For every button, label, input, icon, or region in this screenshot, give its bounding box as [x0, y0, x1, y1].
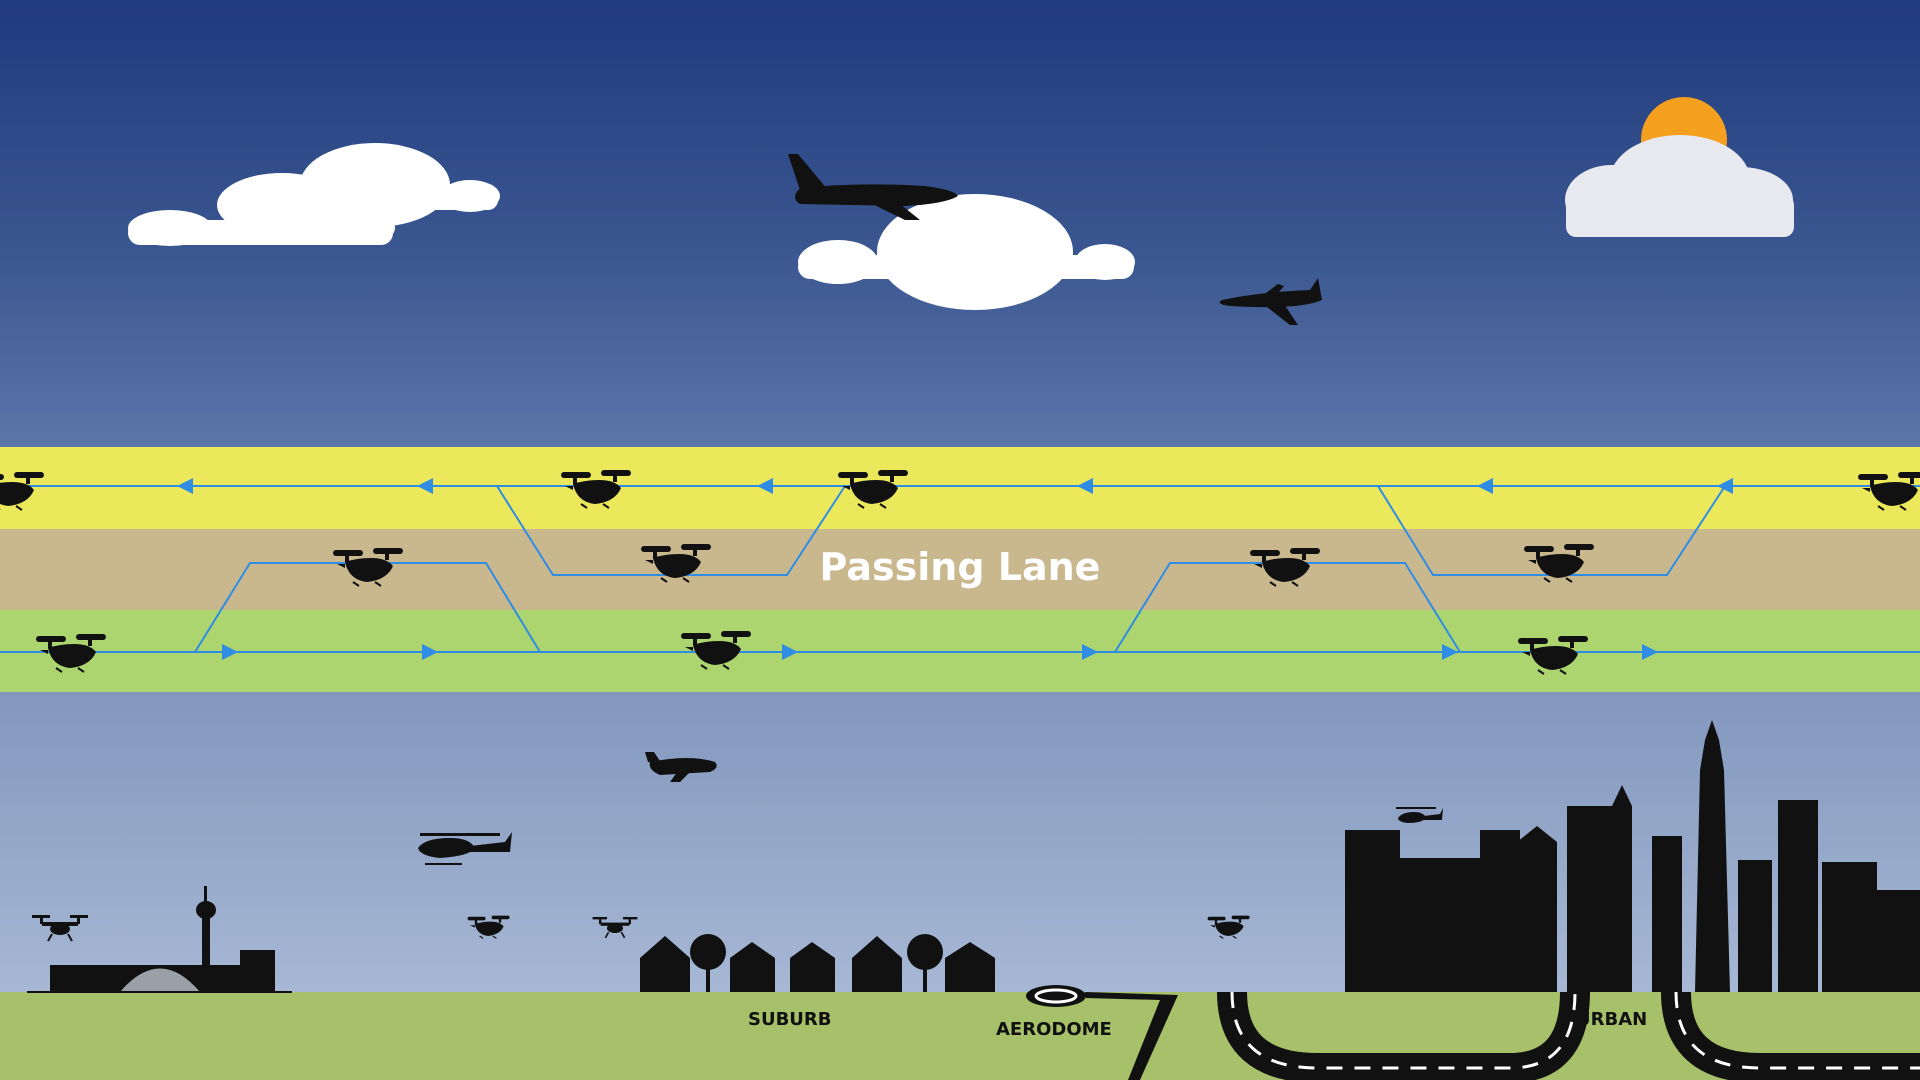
urban-label: URBAN: [1576, 1009, 1648, 1030]
helipad-icon: [1026, 985, 1178, 1080]
passing-lane-band: [0, 529, 1920, 610]
suburb-label: SUBURB: [748, 1009, 832, 1030]
road-icon: [1217, 991, 1920, 1080]
cloud-icon: [1565, 135, 1794, 237]
aerodome-label: AERODOME: [996, 1019, 1112, 1040]
small-plane-icon: [645, 752, 717, 782]
top-lane-band: [0, 447, 1920, 529]
airliner-icon: [788, 154, 958, 220]
cloud-icon: [798, 194, 1135, 310]
houses-icon: [640, 934, 995, 992]
airport-terminal-icon: [27, 886, 292, 993]
passing-lane-label: Passing Lane: [819, 545, 1101, 589]
cloud-icon: [128, 143, 500, 246]
helicopter-icon: [418, 832, 512, 865]
city-skyline-icon: [1345, 720, 1920, 992]
ground: [0, 992, 1920, 1080]
helicopter-icon: [1396, 807, 1443, 823]
jet-icon: [1219, 278, 1322, 325]
